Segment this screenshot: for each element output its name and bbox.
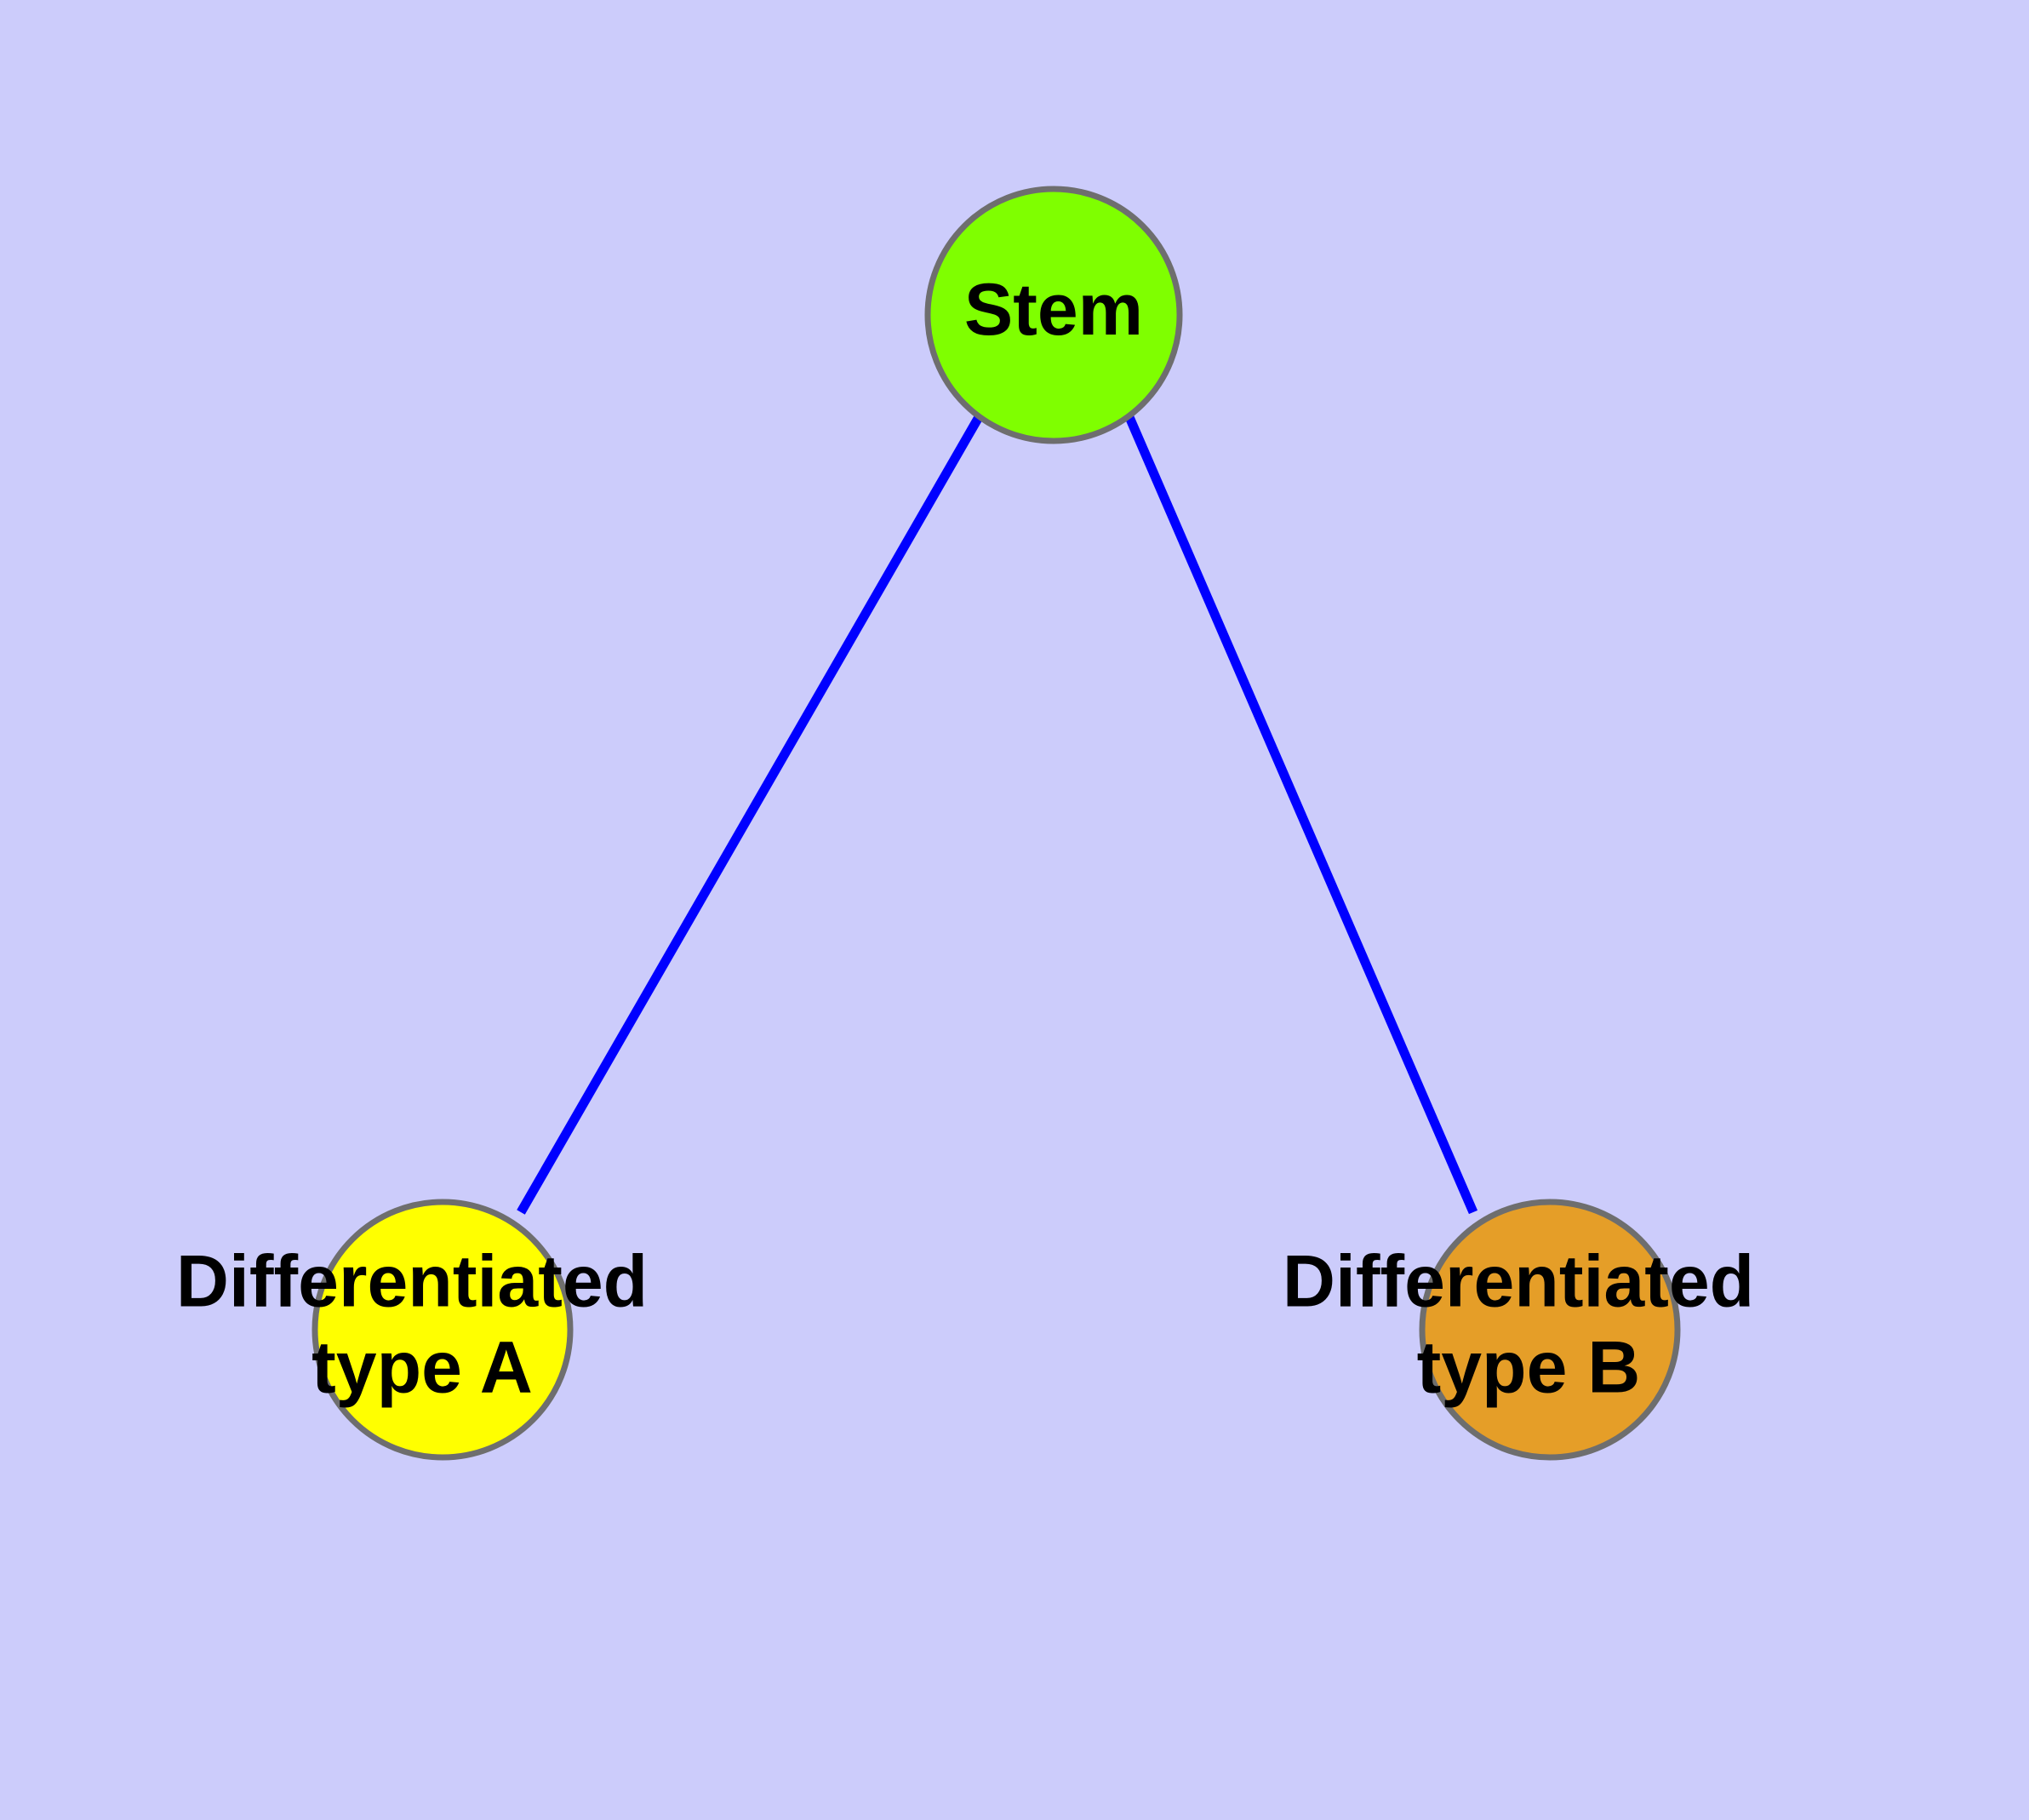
node-differentiated-type-b-circle[interactable] <box>1419 1199 1681 1461</box>
node-stem-label-line-1: Stem <box>964 269 1143 351</box>
edge-layer <box>517 415 1478 1215</box>
node-differentiated-type-a-label-line-2: type A <box>311 1326 533 1408</box>
node-stem-label: Stem <box>964 269 1143 351</box>
edge-stem-to-differentiated-type-a[interactable] <box>517 415 983 1215</box>
node-differentiated-type-b[interactable]: Differentiated type B <box>1283 1199 1775 1461</box>
node-stem[interactable]: Stem <box>924 186 1183 444</box>
edge-stem-to-differentiated-type-b[interactable] <box>1124 415 1478 1215</box>
node-differentiated-type-a[interactable]: Differentiated type A <box>176 1199 668 1461</box>
node-differentiated-type-b-label-line-1: Differentiated <box>1283 1240 1754 1322</box>
node-differentiated-type-b-label-line-2: type B <box>1417 1326 1641 1408</box>
node-differentiated-type-b-label: Differentiated type B <box>1283 1240 1775 1408</box>
node-stem-circle[interactable] <box>924 186 1183 444</box>
node-differentiated-type-a-label: Differentiated type A <box>176 1240 668 1408</box>
node-differentiated-type-a-label-line-1: Differentiated <box>176 1240 648 1322</box>
node-differentiated-type-a-circle[interactable] <box>311 1199 574 1461</box>
node-layer: Stem Differentiated type A Differentiate… <box>176 186 1775 1461</box>
